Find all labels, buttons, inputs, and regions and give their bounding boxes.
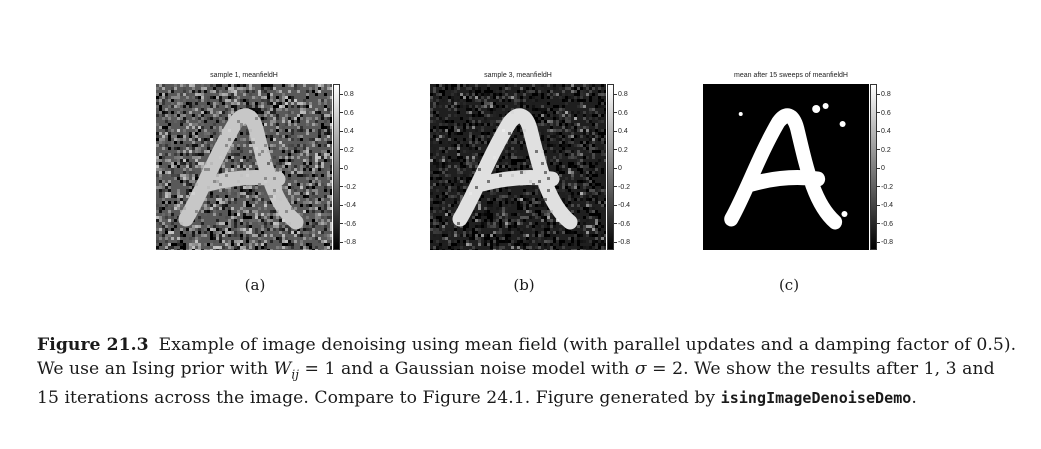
denoised-image (430, 84, 606, 250)
colorbar-tick-label: 0.4 (340, 128, 354, 135)
colorbar-tick-label: -0.4 (340, 202, 356, 209)
caption-text: = 2. We show the results after 1, 3 and … (37, 359, 995, 409)
caption-text: Example of image denoising using mean fi… (37, 335, 1017, 379)
colorbar-tick-label: 0 (614, 165, 622, 172)
colorbar-tick-label: 0.4 (614, 128, 628, 135)
colorbar-tick-label: 0.6 (614, 110, 628, 117)
w-symbol: Wij (273, 359, 299, 382)
colorbar-tick-label: 0.6 (877, 110, 891, 117)
colorbar-tick-label: -0.6 (877, 221, 893, 228)
denoised-image (703, 84, 879, 250)
colorbar (333, 84, 340, 250)
colorbar (870, 84, 877, 250)
figure-panel-a: sample 1, meanfieldH 0.8 0.6 0.4 0.2 0 -0.2 -0… (156, 72, 356, 262)
panel-title: mean after 15 sweeps of meanfieldH (733, 72, 848, 79)
colorbar-tick-label: -0.2 (877, 184, 893, 191)
colorbar-tick-label: 0.2 (614, 147, 628, 154)
sigma-symbol: σ (634, 359, 647, 379)
colorbar (607, 84, 614, 250)
subfigure-label-b: (b) (513, 276, 535, 294)
subfigure-label-c: (c) (778, 276, 800, 294)
colorbar-ticks: 0.8 0.6 0.4 0.2 0 -0.2 -0.4 -0.6 -0.8 (614, 84, 644, 250)
code-name: isingImageDenoiseDemo (720, 389, 912, 408)
colorbar-tick-label: -0.4 (877, 202, 893, 209)
figure-label: Figure 21.3 (37, 335, 149, 355)
colorbar-ticks: 0.8 0.6 0.4 0.2 0 -0.2 -0.4 -0.6 -0.8 (877, 84, 907, 250)
colorbar-tick-label: -0.4 (614, 202, 630, 209)
colorbar-tick-label: -0.8 (614, 239, 630, 246)
colorbar-tick-label: -0.6 (340, 221, 356, 228)
subfigure-label-a: (a) (244, 276, 266, 294)
colorbar-tick-label: -0.2 (340, 184, 356, 191)
colorbar-tick-label: 0.2 (340, 147, 354, 154)
colorbar-tick-label: 0.8 (340, 91, 354, 98)
colorbar-ticks: 0.8 0.6 0.4 0.2 0 -0.2 -0.4 -0.6 -0.8 (340, 84, 370, 250)
panel-title: sample 1, meanfieldH (210, 72, 278, 79)
colorbar-tick-label: 0 (340, 165, 348, 172)
colorbar-tick-label: -0.8 (340, 239, 356, 246)
figure-panel-c: mean after 15 sweeps of meanfieldH 0.8 0.… (703, 72, 903, 262)
colorbar-tick-label: 0.6 (340, 110, 354, 117)
colorbar-tick-label: 0.4 (877, 128, 891, 135)
caption-text: . (911, 388, 917, 409)
panel-title: sample 3, meanfieldH (484, 72, 552, 79)
colorbar-tick-label: 0.8 (614, 91, 628, 98)
denoised-image (156, 84, 332, 250)
colorbar-tick-label: -0.2 (614, 184, 630, 191)
caption-text: = 1 and a Gaussian noise model with (298, 359, 635, 379)
figure-panel-b: sample 3, meanfieldH 0.8 0.6 0.4 0.2 0 -0.2 -0… (430, 72, 630, 262)
colorbar-tick-label: 0.8 (877, 91, 891, 98)
colorbar-tick-label: 0 (877, 165, 885, 172)
colorbar-tick-label: -0.6 (614, 221, 630, 228)
colorbar-tick-label: -0.8 (877, 239, 893, 246)
colorbar-tick-label: 0.2 (877, 147, 891, 154)
